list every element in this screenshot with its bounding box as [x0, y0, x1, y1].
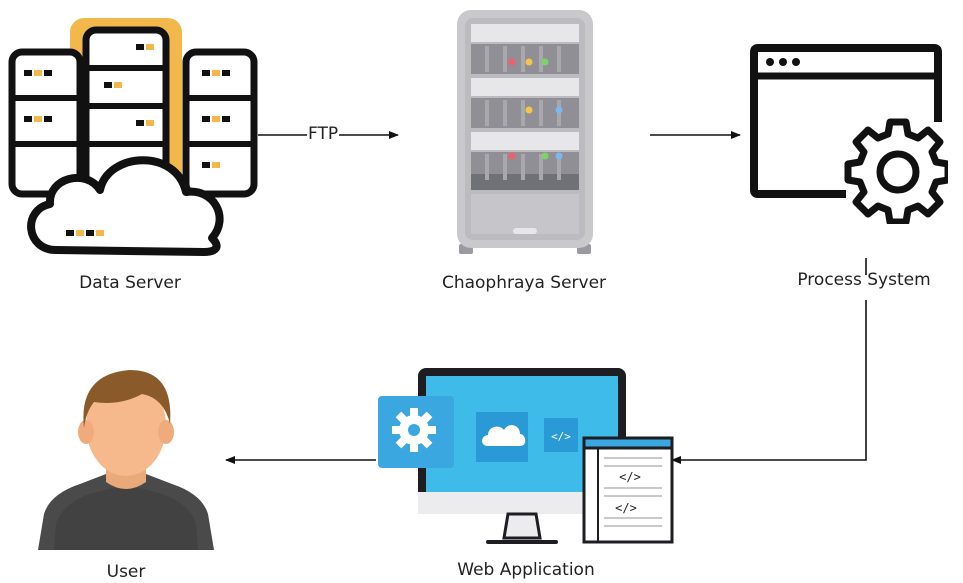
edge-label-ftp: FTP [307, 124, 340, 144]
chaophraya-server-label: Chaophraya Server [441, 273, 607, 293]
user-avatar-icon [38, 370, 214, 550]
browser-gear-icon [750, 44, 948, 224]
svg-text:</>: </> [619, 470, 641, 484]
web-application-label: Web Application [457, 560, 595, 580]
web-app-monitor-icon: </> </> </> [378, 368, 674, 544]
user-label: User [106, 562, 146, 582]
process-system-label: Process System [797, 270, 931, 290]
server-rack-icon [457, 10, 593, 254]
svg-text:</>: </> [551, 430, 571, 443]
data-server-label: Data Server [79, 273, 181, 293]
svg-text:</>: </> [615, 501, 637, 515]
server-cloud-icon [8, 18, 258, 256]
edge-process-to-webapp-arrow [671, 300, 867, 464]
